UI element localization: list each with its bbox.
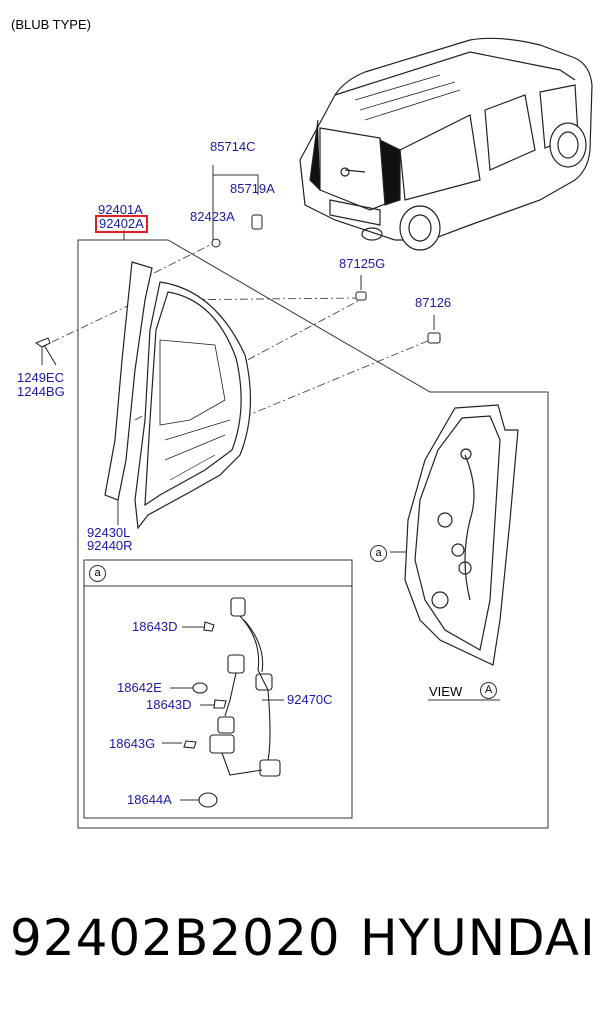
view-marker: A: [480, 682, 497, 699]
part-label-18643d-upper[interactable]: 18643D: [132, 619, 178, 634]
detail-marker-box: a: [89, 565, 106, 582]
part-label-1249ec[interactable]: 1249EC: [17, 370, 64, 385]
bulb-type-note: (BLUB TYPE): [11, 17, 91, 32]
footer-brand: HYUNDAI: [360, 909, 596, 967]
part-label-82423a[interactable]: 82423A: [190, 209, 235, 224]
part-label-92470c[interactable]: 92470C: [287, 692, 333, 707]
hardware-parts: [34, 214, 441, 366]
part-label-18644a[interactable]: 18644A: [127, 792, 172, 807]
part-label-87126[interactable]: 87126: [415, 295, 452, 310]
part-label-92401a[interactable]: 92401A: [98, 202, 143, 217]
part-label-92430l[interactable]: 92430L: [87, 525, 131, 540]
part-label-85719a[interactable]: 85719A: [230, 181, 275, 196]
part-label-85714c[interactable]: 85714C: [210, 139, 256, 154]
car-illustration: [299, 37, 593, 251]
detail-marker-rear: a: [370, 545, 387, 562]
lamp-assembly: [104, 261, 252, 530]
part-label-18643g[interactable]: 18643G: [109, 736, 156, 751]
footer-part-number: 92402B2020: [10, 909, 341, 967]
part-label-92440r[interactable]: 92440R: [87, 538, 133, 553]
part-label-87125g[interactable]: 87125G: [339, 256, 386, 271]
wiring-harness: [183, 597, 281, 808]
lamp-rear-view: [404, 404, 519, 666]
part-label-18642e[interactable]: 18642E: [117, 680, 162, 695]
part-label-1244bg[interactable]: 1244BG: [17, 384, 65, 399]
detail-box: [83, 559, 353, 819]
part-label-92402a-highlighted[interactable]: 92402A: [95, 215, 148, 233]
view-label: VIEW: [429, 684, 463, 699]
part-label-18643d-lower[interactable]: 18643D: [146, 697, 192, 712]
